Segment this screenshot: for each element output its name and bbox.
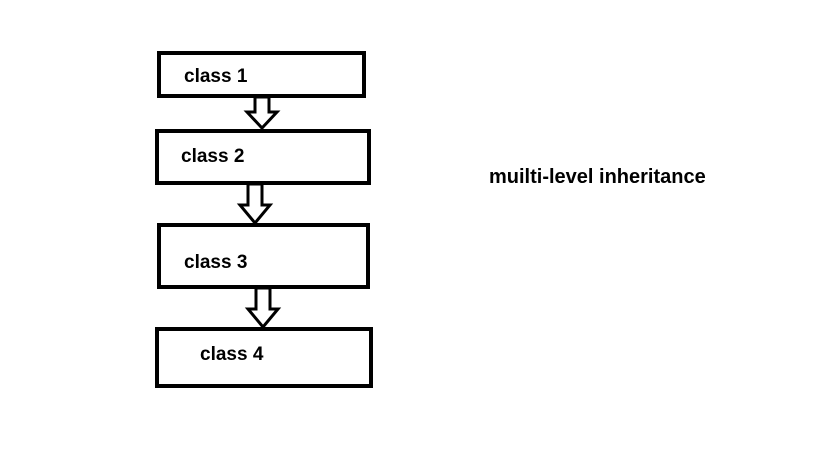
arrow-class2-to-class3 [236,182,274,226]
class-2-box: class 2 [155,129,371,185]
class-1-label: class 1 [184,66,248,87]
diagram-caption: muilti-level inheritance [489,166,706,188]
class-3-label: class 3 [184,252,248,273]
arrow-class1-to-class2 [243,95,281,131]
class-4-label: class 4 [200,344,264,365]
class-2-label: class 2 [181,146,245,167]
class-1-box: class 1 [157,51,366,98]
class-3-box: class 3 [157,223,370,289]
arrow-class3-to-class4 [244,286,282,330]
class-4-box: class 4 [155,327,373,388]
